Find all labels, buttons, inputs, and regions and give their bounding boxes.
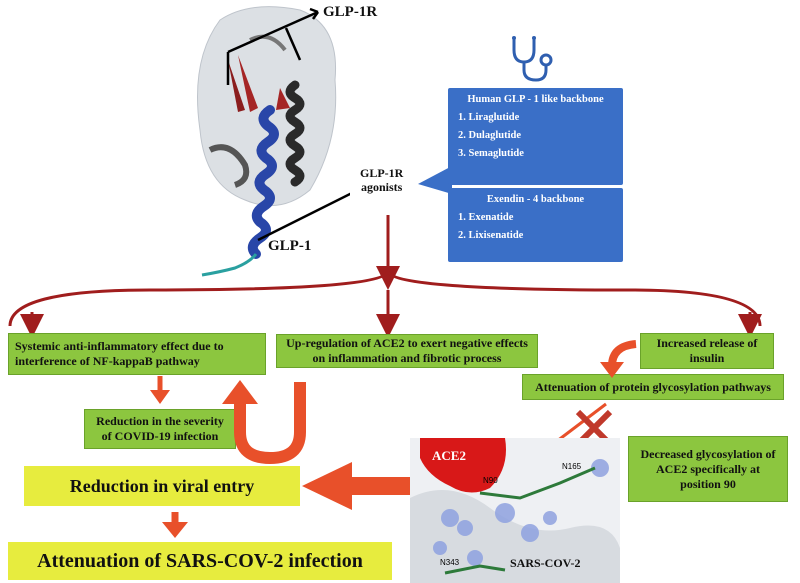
ace2-label: ACE2 bbox=[432, 448, 466, 463]
exendin-backbone-box: Exendin - 4 backbone 1. Exenatide 2. Lix… bbox=[448, 188, 623, 262]
agonists-label: GLP-1R agonists bbox=[360, 166, 403, 195]
drug-lixisenatide: 2. Lixisenatide bbox=[458, 230, 524, 241]
severity-reduction-box: Reduction in the severity of COVID-19 in… bbox=[84, 409, 236, 449]
drug-semaglutide: 3. Semaglutide bbox=[458, 148, 524, 159]
insulin-release-box: Increased release of insulin bbox=[640, 333, 774, 369]
agonists-label-line2: agonists bbox=[361, 180, 403, 195]
glycosylation-attenuation-box: Attenuation of protein glycosylation pat… bbox=[522, 374, 784, 400]
drug-liraglutide: 1. Liraglutide bbox=[458, 112, 520, 123]
human-backbone-box: Human GLP - 1 like backbone 1. Liragluti… bbox=[448, 88, 623, 185]
decreased-glycosylation-box: Decreased glycosylation of ACE2 specific… bbox=[628, 436, 788, 502]
agonists-label-line1: GLP-1R bbox=[360, 166, 404, 180]
stethoscope-icon bbox=[512, 36, 553, 82]
attenuation-box: Attenuation of SARS-COV-2 infection bbox=[8, 542, 392, 580]
branch-arrows bbox=[8, 215, 762, 338]
glp1r-label: GLP-1R bbox=[323, 4, 378, 20]
anti-inflammatory-box: Systemic anti-inflammatory effect due to… bbox=[8, 333, 266, 375]
n165-label: N165 bbox=[562, 462, 582, 471]
sars-cov2-label: SARS-COV-2 bbox=[510, 556, 581, 570]
viral-entry-box: Reduction in viral entry bbox=[24, 466, 300, 506]
n90-label: N90 bbox=[483, 476, 498, 485]
drug-exenatide: 1. Exenatide bbox=[458, 212, 514, 223]
n343-label: N343 bbox=[440, 558, 460, 567]
drug-dulaglutide: 2. Dulaglutide bbox=[458, 130, 522, 141]
ace2-spike-structure bbox=[410, 438, 620, 583]
exendin-backbone-title: Exendin - 4 backbone bbox=[486, 194, 585, 205]
glp1-receptor-structure bbox=[197, 6, 350, 277]
ace2-upregulation-box: Up-regulation of ACE2 to exert negative … bbox=[276, 334, 538, 368]
callout-pointer bbox=[418, 166, 452, 194]
human-backbone-title: Human GLP - 1 like backbone bbox=[467, 94, 604, 105]
glp1-label: GLP-1 bbox=[268, 238, 312, 254]
